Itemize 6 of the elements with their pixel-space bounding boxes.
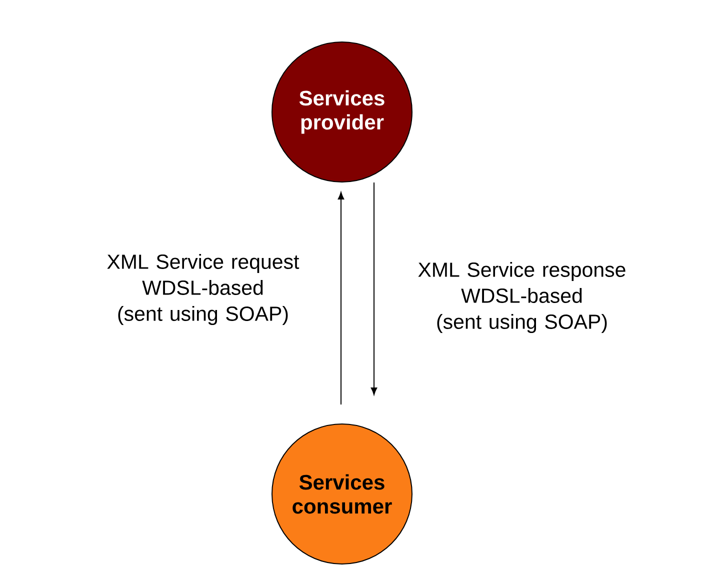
arrow: [338, 192, 344, 405]
arrow: [370, 182, 378, 395]
edge-label: XML Service response WDSL-based (sent using SOAP): [418, 262, 626, 334]
circle-node: Services consumer: [272, 424, 412, 564]
edge-label: XML Service request WDSL-based (sent using SOAP): [107, 254, 300, 326]
circle-node: Services provider: [272, 42, 412, 182]
